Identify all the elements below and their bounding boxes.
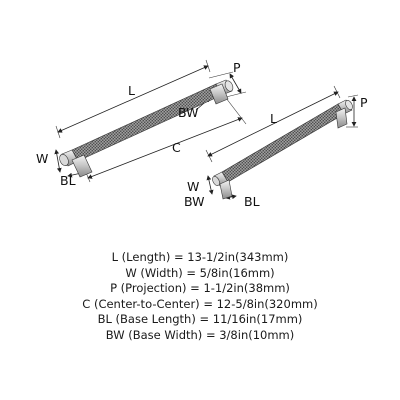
spec-center-to-center: C (Center-to-Center) = 12-5/8in(320mm): [82, 296, 318, 311]
left-handle-drawing: [54, 59, 247, 183]
left-width-label: W: [36, 151, 48, 166]
spec-base-length: BL (Base Length) = 11/16in(17mm): [97, 312, 303, 327]
right-base-width-label: BW: [184, 194, 205, 209]
right-handle-posts: [219, 107, 348, 200]
spec-width: W (Width) = 5/8in(16mm): [125, 265, 275, 280]
spec-projection: P (Projection) = 1-1/2in(38mm): [110, 281, 290, 296]
right-length-dim-line: [207, 91, 339, 157]
left-length-dim-line: [57, 65, 209, 133]
handle-dimension-drawing: L P BW C W BL L P W BW BL: [36, 59, 368, 209]
spec-base-width: BW (Base Width) = 3/8in(10mm): [105, 327, 295, 342]
right-handle-drawing: [205, 85, 359, 200]
left-width-dim-line: [54, 149, 62, 173]
right-length-label: L: [270, 111, 277, 126]
left-length-label: L: [128, 83, 135, 98]
left-projection-label: P: [233, 60, 241, 75]
spec-length: L (Length) = 13-1/2in(343mm): [111, 250, 289, 264]
dimension-spec-list: L (Length) = 13-1/2in(343mm) W (Width) =…: [0, 250, 400, 344]
left-base-length-label: BL: [60, 173, 76, 188]
left-center-label: C: [172, 140, 181, 155]
right-projection-label: P: [360, 95, 368, 110]
left-base-width-label: BW: [178, 105, 199, 120]
left-projection-dim-line: [229, 73, 242, 94]
left-center-dim-line: [87, 117, 243, 179]
right-width-dim-line: [206, 175, 214, 195]
right-handle-bar: [212, 99, 353, 187]
right-base-length-label: BL: [244, 194, 260, 209]
right-width-label: W: [187, 179, 199, 194]
